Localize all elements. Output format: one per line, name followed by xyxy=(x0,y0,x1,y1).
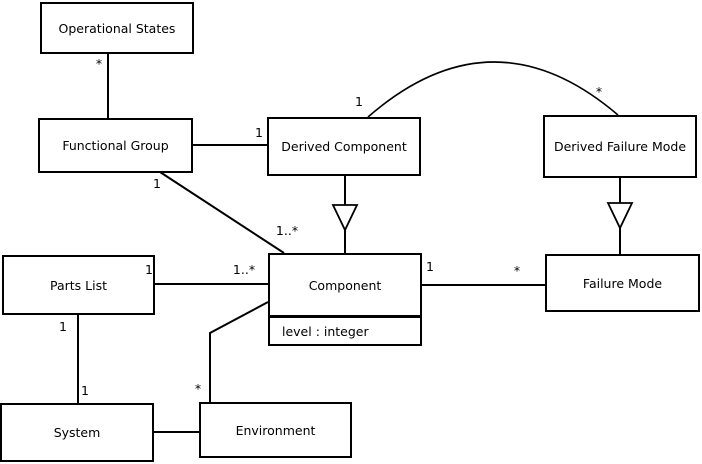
edge-functional-group-component xyxy=(159,171,285,254)
class-system[interactable]: System xyxy=(0,403,154,462)
class-name-functional-group: Functional Group xyxy=(62,138,169,153)
component-attribute-level: level : integer xyxy=(282,323,369,339)
multiplicity-dc-end: 1 xyxy=(255,124,263,140)
class-name-failure-mode: Failure Mode xyxy=(582,275,663,291)
multiplicity-system-end: 1 xyxy=(81,382,89,398)
multiplicity-fg-end: 1 xyxy=(153,175,161,191)
class-name-component: Component xyxy=(308,277,382,293)
class-name-system: System xyxy=(53,425,101,440)
component-name-compartment: Component xyxy=(270,255,420,315)
multiplicity-environment-end: * xyxy=(194,380,202,396)
class-name-parts-list: Parts List xyxy=(49,277,107,293)
multiplicity-fm-end: * xyxy=(513,262,521,278)
multiplicity-component-end-pl: 1..* xyxy=(232,261,256,277)
multiplicity-pl-end-component: 1 xyxy=(145,261,153,277)
multiplicity-dc-arc-end: 1 xyxy=(355,93,363,109)
multiplicity-dfm-arc-end: * xyxy=(595,83,603,99)
class-name-derived-failure-mode: Derived Failure Mode xyxy=(553,139,687,154)
generalization-arrow-to-failure-mode-icon xyxy=(606,202,634,231)
multiplicity-component-end-fg: 1..* xyxy=(275,222,299,238)
class-name-operational-states: Operational States xyxy=(58,20,176,36)
class-name-derived-component: Derived Component xyxy=(281,139,407,154)
class-parts-list[interactable]: Parts List xyxy=(2,255,155,315)
class-component[interactable]: Component level : integer xyxy=(268,253,422,346)
edge-environment-component xyxy=(209,301,269,402)
class-derived-component[interactable]: Derived Component xyxy=(267,117,421,176)
class-derived-failure-mode[interactable]: Derived Failure Mode xyxy=(543,115,697,178)
multiplicity-pl-end-system: 1 xyxy=(59,318,67,334)
class-functional-group[interactable]: Functional Group xyxy=(38,118,193,173)
edge-derived-component-derived-failure-mode-arc xyxy=(367,61,619,118)
class-name-environment: Environment xyxy=(235,422,316,438)
multiplicity-os-end: * xyxy=(95,55,103,71)
multiplicity-component-end-fm: 1 xyxy=(426,258,434,274)
class-operational-states[interactable]: Operational States xyxy=(40,2,194,54)
class-failure-mode[interactable]: Failure Mode xyxy=(545,254,700,312)
generalization-arrow-to-component-icon xyxy=(331,204,359,233)
class-environment[interactable]: Environment xyxy=(199,402,352,458)
component-attribute-compartment: level : integer xyxy=(270,315,420,344)
